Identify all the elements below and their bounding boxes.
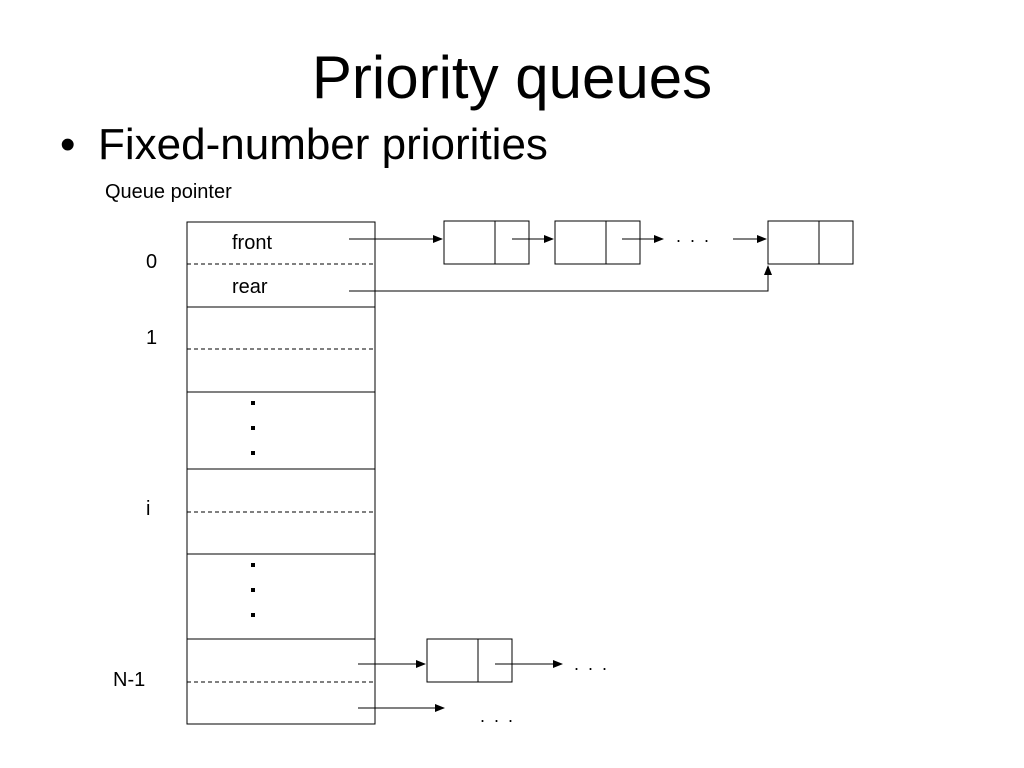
vertical-ellipsis-lower (251, 563, 255, 617)
front-field-label: front (232, 232, 273, 254)
slide-title: Priority queues (311, 44, 713, 111)
queue-pointer-label: Queue pointer (105, 181, 232, 203)
vertical-ellipsis-upper (251, 401, 255, 455)
list-continuation-top: . . . (676, 226, 712, 246)
rear-pointer-arrow (349, 265, 772, 292)
bullet-marker: • (60, 120, 76, 169)
list-node (554, 220, 641, 265)
list-node (426, 638, 513, 683)
list-continuation-n-1-rear: . . . (480, 706, 516, 726)
row-label-0: 0 (146, 251, 158, 273)
row-label-1: 1 (146, 327, 158, 349)
list-continuation-n-1-front: . . . (574, 654, 610, 674)
row-label-i: i (146, 498, 151, 520)
bullet-text: Fixed-number priorities (98, 120, 548, 169)
queue-pointer-array (186, 221, 376, 725)
row-label-n-1: N-1 (113, 669, 146, 691)
list-node (443, 220, 530, 265)
array-row-dividers (187, 306, 375, 640)
list-node-last (767, 220, 854, 265)
front-rear-dividers (187, 263, 375, 683)
bullet-item: • Fixed-number priorities (60, 118, 548, 172)
rear-field-label: rear (232, 276, 268, 298)
